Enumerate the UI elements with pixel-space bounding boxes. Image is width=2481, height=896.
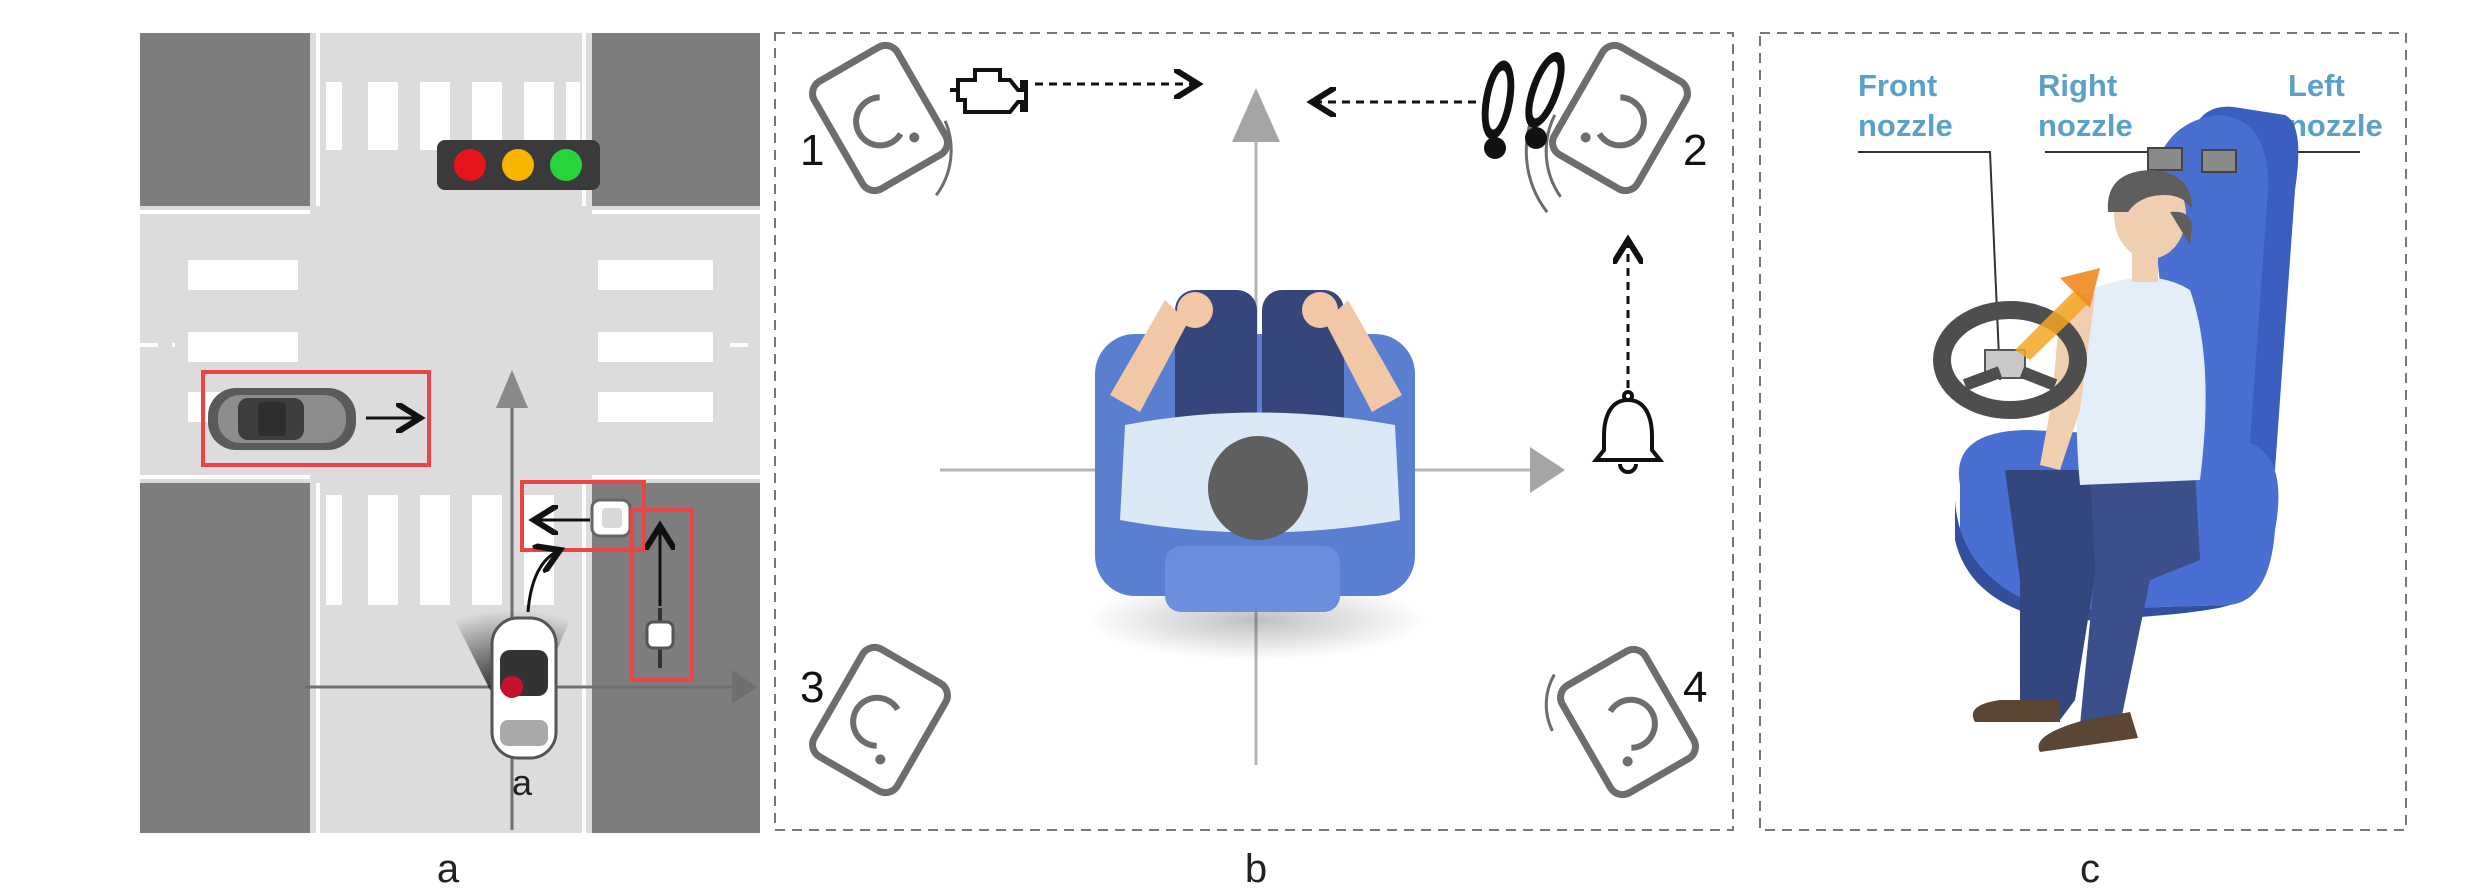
car-highlight-box — [201, 370, 431, 467]
ego-label: a — [512, 762, 533, 803]
speaker-number-4: 4 — [1683, 663, 1707, 712]
traffic-light — [437, 140, 600, 190]
crosswalk-top — [326, 82, 580, 150]
svg-text:nozzle: nozzle — [2288, 108, 2383, 143]
block-bottom-left — [140, 483, 310, 833]
ego-turn-arrow — [526, 550, 560, 613]
svg-text:nozzle: nozzle — [1858, 108, 1953, 143]
air-jet — [2015, 290, 2090, 360]
axis-arrow-up — [496, 370, 528, 408]
scooter-highlight-box — [520, 480, 646, 552]
right-nozzle-label: Right nozzle — [2038, 68, 2133, 143]
traffic-light-yellow — [502, 149, 534, 181]
speaker-icon — [1557, 645, 1699, 799]
speaker-number-3: 3 — [800, 663, 824, 712]
speaker-number-1: 1 — [800, 126, 824, 175]
detected-car — [201, 370, 431, 467]
caption-a: a — [437, 847, 460, 891]
left-nozzle — [2201, 149, 2237, 173]
front-nozzle-line-1: Front — [1858, 68, 1937, 103]
crosswalk-right — [598, 260, 713, 422]
axis-arrow-side — [1530, 447, 1565, 493]
svg-text:Front: Front — [1858, 68, 1937, 103]
speaker-icon — [1549, 41, 1691, 195]
listener-person — [1110, 290, 1402, 540]
caption-c: c — [2080, 847, 2100, 891]
left-nozzle-line-1: Left — [2288, 68, 2345, 103]
bell-icon — [1591, 390, 1665, 474]
svg-text:nozzle: nozzle — [2038, 108, 2133, 143]
svg-text:Left: Left — [2288, 68, 2345, 103]
axis-arrow-forward — [1232, 88, 1280, 142]
panel-b: 1 2 3 4 — [774, 32, 1734, 891]
speaker-3 — [809, 643, 951, 797]
axis-arrow-right — [732, 670, 757, 704]
listener-head — [1208, 436, 1308, 540]
air-jet-tip — [2060, 268, 2100, 308]
block-top-right — [592, 33, 760, 206]
panel-b-frame — [774, 32, 1734, 831]
speaker-4 — [1544, 645, 1699, 799]
traffic-light-green — [550, 149, 582, 181]
right-nozzle-line-1: Right — [2038, 68, 2117, 103]
traffic-light-red — [454, 149, 486, 181]
right-nozzle — [2147, 147, 2183, 171]
block-bottom-right — [592, 483, 760, 833]
left-nozzle-line-2: nozzle — [2288, 108, 2383, 143]
detected-bicycle — [630, 508, 694, 682]
block-top-left — [140, 33, 310, 206]
front-nozzle-label: Front nozzle — [1858, 68, 1953, 143]
svg-text:Right: Right — [2038, 68, 2117, 103]
road-edges — [140, 33, 760, 833]
bicycle-highlight-box — [630, 508, 694, 682]
panel-c-frame — [1759, 32, 2407, 831]
speaker-1 — [809, 41, 953, 197]
steering-wheel — [1933, 301, 2087, 419]
panel-a: a a — [140, 33, 760, 891]
speaker-icon — [809, 643, 951, 797]
right-nozzle-line-2: nozzle — [2038, 108, 2133, 143]
crosswalk-bottom — [326, 495, 554, 605]
caption-b: b — [1245, 847, 1267, 891]
ego-vehicle — [450, 550, 574, 760]
ego-sensor-dot — [501, 676, 523, 698]
speaker-icon — [809, 41, 951, 195]
front-nozzle-line-2: nozzle — [1858, 108, 1953, 143]
speaker-number-2: 2 — [1683, 126, 1707, 175]
speaker-2 — [1524, 41, 1691, 214]
engine-warning-icon — [950, 68, 1028, 114]
panel-c: Front nozzle Right nozzle Left nozzle — [1759, 32, 2407, 891]
left-nozzle-label: Left nozzle — [2288, 68, 2383, 143]
